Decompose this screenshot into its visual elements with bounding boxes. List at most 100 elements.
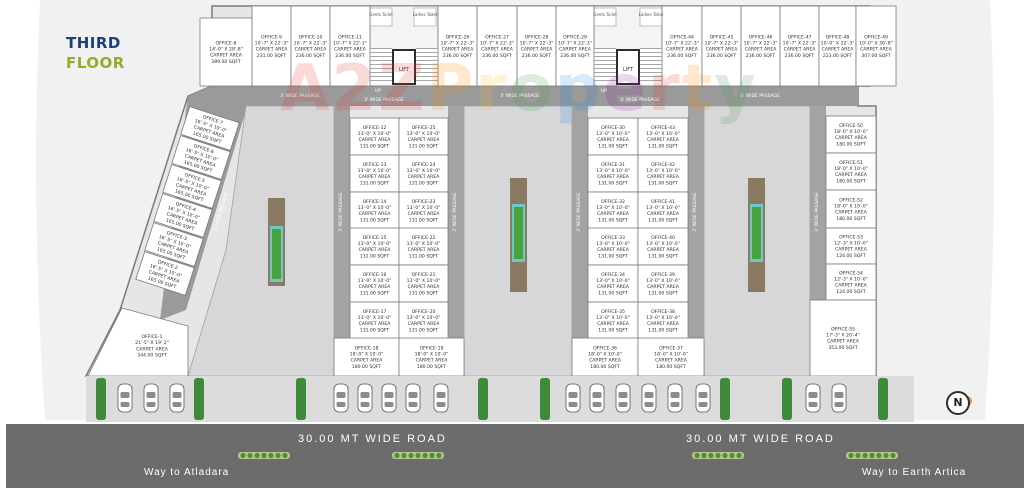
office-label-line: OFFICE-55 [831,326,855,332]
office-label-line: 131.00 SQFT [409,180,439,186]
office-label-line: CARPET AREA [597,137,630,143]
passage-label: 3' WIDE PASSAGE [814,192,820,232]
office-label-line: OFFICE-34 [601,272,625,278]
office-label-line: OFFICE-28 [525,34,549,40]
office-label-line: 10'-0" X 22'-3" [821,41,855,47]
median-shrub [890,452,896,459]
planter-3 [748,178,765,292]
office-label-line: OFFICE-29 [563,34,587,40]
way-left-label: Way to Atladara [144,467,230,478]
watermark-letter: r [648,52,682,126]
office-label-line: OFFICE-41 [651,199,675,205]
office-label-line: OFFICE-8 [216,40,237,46]
office-label-line: CARPET AREA [136,346,169,352]
office-label-line: CARPET AREA [408,137,441,143]
office-label-line: CARPET AREA [647,284,680,290]
office-label-line: 13'-0" X 10'-0" [407,131,441,137]
hedge [878,378,888,420]
office-label-line: CARPET AREA [416,358,449,364]
office-label-line: CARPET AREA [835,172,868,178]
median-shrub [254,452,260,459]
office-label-line: CARPET AREA [442,47,475,53]
hedge [720,378,730,420]
office-label-line: CARPET AREA [597,284,630,290]
office-label-line: OFFICE-48 [826,34,850,40]
office-label-line: CARPET AREA [408,247,441,253]
office-label-line: 13'-0" X 10'-0" [407,315,441,321]
office-label-line: 13'-0" X 10'-0" [646,205,680,211]
office-label-line: 131.00 SQFT [598,180,628,186]
office-label-line: 236.00 SQFT [785,53,815,59]
floor-title-line1: THIRD [66,34,121,52]
office-label-line: 307.00 SQFT [861,53,891,59]
office-label-line: 10'-7" X 22'-3" [783,41,817,47]
office-label-line: OFFICE-22 [412,235,436,241]
office-label-line: CARPET AREA [334,47,367,53]
office-label-line: 131.00 SQFT [360,180,390,186]
office-label-line: OFFICE-27 [485,34,509,40]
median-shrub [848,452,854,459]
office-label-line: 344.00 SQFT [137,353,167,359]
office-label-line: CARPET AREA [351,358,384,364]
office-units: OFFICE-910'-7" X 22'-3"CARPET AREA231.00… [87,5,897,377]
office-label-line: 13'-0" X 10'-0" [646,315,680,321]
office-label-line: 389.00 SQFT [211,59,241,65]
parked-car [381,383,397,413]
office-label-line: 131.00 SQFT [360,217,390,223]
median-shrub [261,452,267,459]
office-unit-3: OFFICE-316'-5" X 10'-0"CARPET AREA165.00… [144,222,204,267]
passage-label: 3' WIDE PASSAGE [500,93,540,99]
median-shrub [855,452,861,459]
office-label-line: 13'-0" X 10'-0" [596,315,630,321]
office-label-line: CARPET AREA [359,211,392,217]
office-label-line: OFFICE-16 [363,272,387,278]
median-shrub [394,452,400,459]
office-label-line: CARPET AREA [256,47,289,53]
office-label-line: OFFICE-54 [839,270,863,276]
office-label-line: CARPET AREA [359,137,392,143]
north-arrow-icon: N [946,391,970,415]
office-label-line: 131.00 SQFT [598,143,628,149]
median-shrub [862,452,868,459]
office-label-line: 131.00 SQFT [409,253,439,259]
office-label-line: CARPET AREA [835,247,868,253]
office-label-line: CARPET AREA [589,358,622,364]
median-shrub [736,452,742,459]
parked-car [143,383,159,413]
office-label-line: CARPET AREA [827,339,860,345]
parked-car [117,383,133,413]
service-core-1 [369,5,439,87]
median-shrub [883,452,889,459]
office-label-line: 13'-0" X 10'-0" [358,315,392,321]
office-label-line: 124.00 SQFT [836,253,866,259]
office-label-line: OFFICE-31 [601,162,625,168]
median-shrub [869,452,875,459]
main-corridor [212,86,858,106]
watermark-letter: y [714,52,758,126]
office-label-line: OFFICE-52 [839,197,863,203]
median-shrub [247,452,253,459]
passage-label: 3' WIDE PASSAGE [338,192,344,232]
median-shrub [282,452,288,459]
office-label-line: CARPET AREA [597,211,630,217]
corridor-v4 [688,106,704,338]
planter-1 [268,198,285,286]
office-label-line: CARPET AREA [835,135,868,141]
corridor-v3 [572,106,588,338]
office-label-line: 131.00 SQFT [409,217,439,223]
